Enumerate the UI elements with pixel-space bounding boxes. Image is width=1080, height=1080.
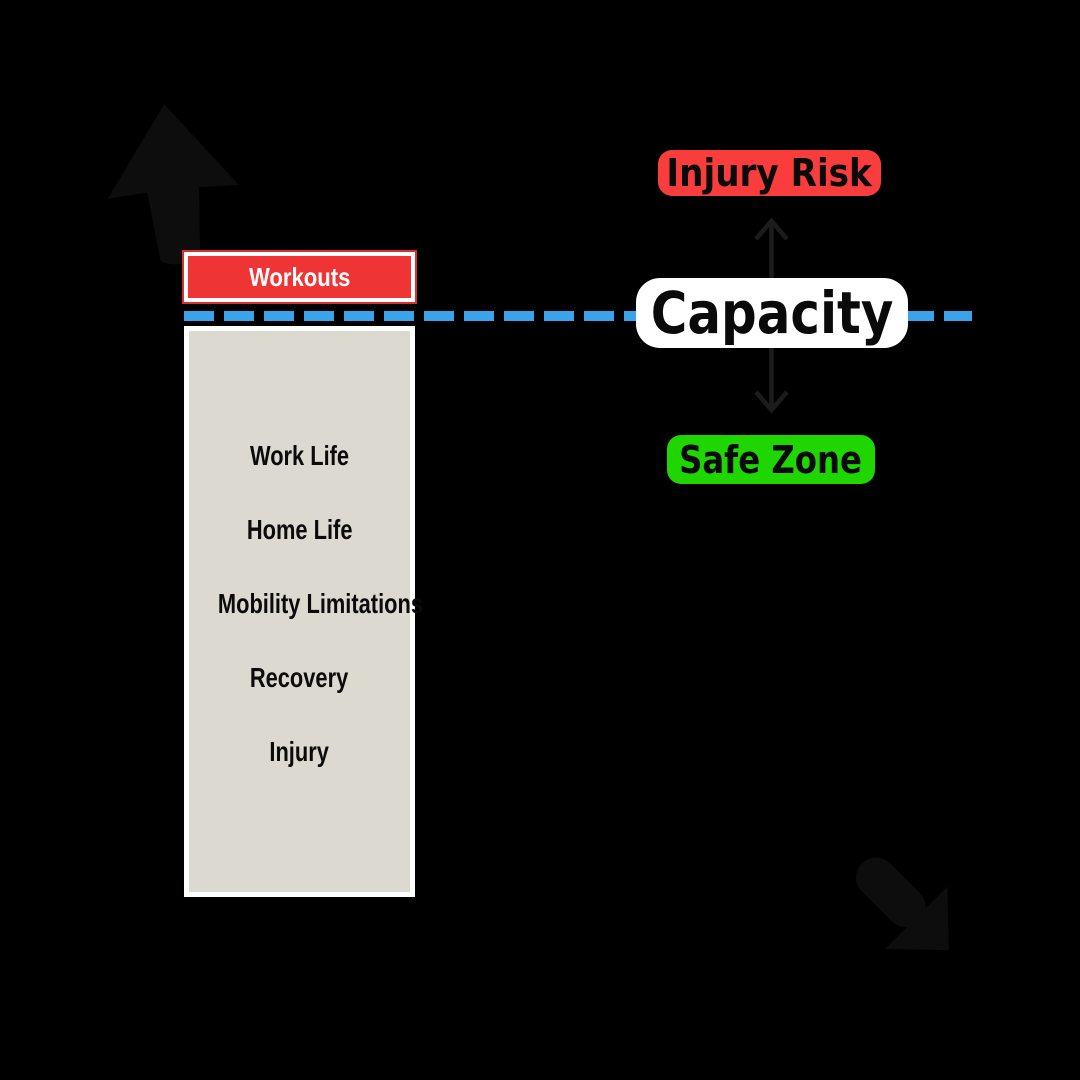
stress-item-label: Home Life	[246, 514, 353, 545]
safe-zone-badge: Safe Zone	[667, 435, 875, 484]
stress-item-label: Recovery	[250, 662, 349, 693]
capacity-label-pill: Capacity	[636, 278, 908, 348]
capacity-threshold-line	[184, 311, 972, 321]
injury-risk-badge: Injury Risk	[658, 150, 881, 196]
workouts-label: Workouts	[248, 261, 351, 292]
stress-item-label: Mobility Limitations	[217, 588, 423, 619]
up-arrow-decoration-icon	[107, 104, 239, 265]
injury-risk-label: Injury Risk	[666, 151, 873, 195]
stress-bucket: Work Life Home Life Mobility Limitations…	[184, 326, 423, 897]
safe-zone-label: Safe Zone	[679, 437, 863, 482]
workouts-bar-segment: Workouts	[184, 252, 415, 302]
capacity-label: Capacity	[650, 279, 894, 347]
stress-item-label: Work Life	[249, 440, 350, 471]
down-right-arrow-decoration-icon	[856, 857, 949, 951]
stress-item-label: Injury	[269, 736, 330, 767]
